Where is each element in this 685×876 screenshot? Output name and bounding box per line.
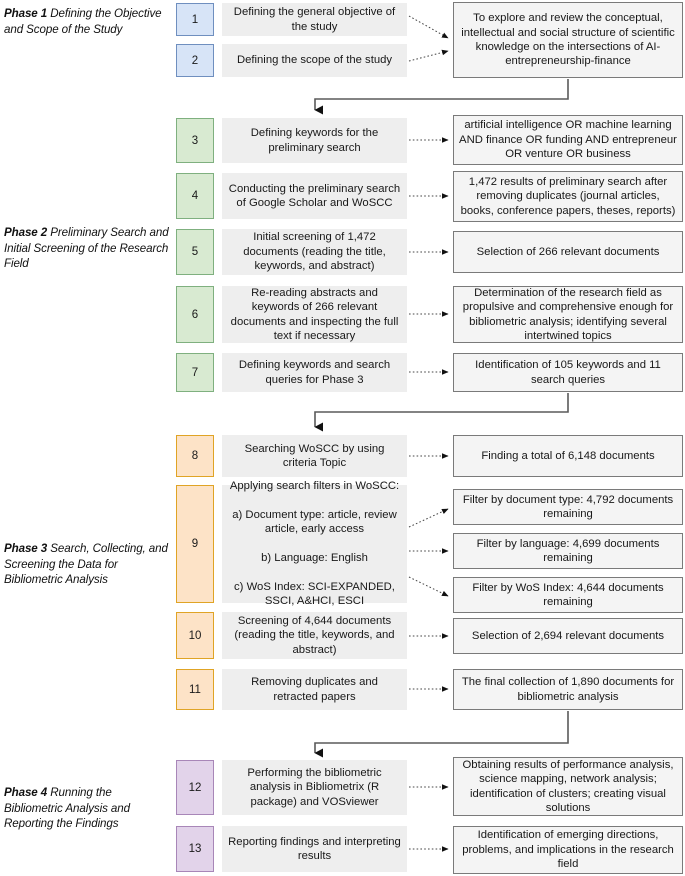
output-box-4[interactable]: 1,472 results of preliminary search afte… — [453, 171, 683, 222]
output-box-3[interactable]: artificial intelligence OR machine learn… — [453, 115, 683, 165]
output-box-11[interactable]: The final collection of 1,890 documents … — [453, 669, 683, 710]
step-number-6[interactable]: 6 — [176, 286, 214, 343]
step-number-13[interactable]: 13 — [176, 826, 214, 872]
step-number-11[interactable]: 11 — [176, 669, 214, 710]
phase-3-bold: Phase 3 — [4, 542, 48, 555]
output-box-7[interactable]: Identification of 105 keywords and 11 se… — [453, 353, 683, 392]
step-number-2[interactable]: 2 — [176, 44, 214, 77]
connector-phase2-to-phase3 — [314, 393, 569, 432]
arrow-9c-to-out9c — [408, 576, 449, 597]
step-box-12[interactable]: Performing the bibliometric analysis in … — [222, 760, 407, 815]
output-box-9a[interactable]: Filter by document type: 4,792 documents… — [453, 489, 683, 525]
step-number-9[interactable]: 9 — [176, 485, 214, 603]
step-box-9[interactable]: Applying search filters in WoSCC: a) Doc… — [222, 480, 407, 607]
output-box-5[interactable]: Selection of 266 relevant documents — [453, 231, 683, 273]
phase-label-3: Phase 3 Search, Collecting, and Screenin… — [4, 541, 169, 588]
phase-label-4: Phase 4 Running the Bibliometric Analysi… — [4, 785, 169, 832]
phase-1-bold: Phase 1 — [4, 7, 48, 20]
output-box-9b[interactable]: Filter by language: 4,699 documents rema… — [453, 533, 683, 569]
phase-2-text: Preliminary Search and Initial Screening… — [4, 226, 169, 270]
step-box-13[interactable]: Reporting findings and interpreting resu… — [222, 826, 407, 872]
step-box-3[interactable]: Defining keywords for the preliminary se… — [222, 118, 407, 163]
step-number-7[interactable]: 7 — [176, 353, 214, 392]
step-box-1[interactable]: Defining the general objective of the st… — [222, 3, 407, 36]
phase-label-2: Phase 2 Preliminary Search and Initial S… — [4, 225, 169, 272]
output-box-12[interactable]: Obtaining results of performance analysi… — [453, 757, 683, 816]
phase-4-bold: Phase 4 — [4, 786, 48, 799]
step-box-8[interactable]: Searching WoSCC by using criteria Topic — [222, 435, 407, 477]
phase-3-text: Search, Collecting, and Screening the Da… — [4, 542, 168, 586]
connector-phase3-to-phase4 — [314, 711, 569, 758]
phase-label-1: Phase 1 Defining the Objective and Scope… — [4, 6, 169, 37]
phase-4-text: Running the Bibliometric Analysis and Re… — [4, 786, 130, 830]
step-number-4[interactable]: 4 — [176, 173, 214, 219]
step-number-3[interactable]: 3 — [176, 118, 214, 163]
arrow-1-to-out1 — [408, 15, 449, 39]
step-box-4[interactable]: Conducting the preliminary search of Goo… — [222, 173, 407, 219]
phase-2-bold: Phase 2 — [4, 226, 48, 239]
output-box-10[interactable]: Selection of 2,694 relevant documents — [453, 618, 683, 654]
step-box-7[interactable]: Defining keywords and search queries for… — [222, 353, 407, 392]
output-box-8[interactable]: Finding a total of 6,148 documents — [453, 435, 683, 477]
arrow-2-to-out1 — [408, 49, 449, 62]
step-box-6[interactable]: Re-reading abstracts and keywords of 266… — [222, 286, 407, 343]
step-box-2[interactable]: Defining the scope of the study — [222, 44, 407, 77]
step-box-5[interactable]: Initial screening of 1,472 documents (re… — [222, 229, 407, 275]
output-box-9c[interactable]: Filter by WoS Index: 4,644 documents rem… — [453, 577, 683, 613]
phase-1-text: Defining the Objective and Scope of the … — [4, 7, 162, 36]
arrow-9a-to-out9a — [408, 508, 449, 528]
output-box-6[interactable]: Determination of the research field as p… — [453, 286, 683, 343]
step-number-12[interactable]: 12 — [176, 760, 214, 815]
output-box-13[interactable]: Identification of emerging directions, p… — [453, 826, 683, 874]
step-number-8[interactable]: 8 — [176, 435, 214, 477]
step-number-10[interactable]: 10 — [176, 612, 214, 659]
step-number-1[interactable]: 1 — [176, 3, 214, 36]
connector-phase1-to-phase2 — [314, 79, 569, 115]
step-box-11[interactable]: Removing duplicates and retracted papers — [222, 669, 407, 710]
step-box-10[interactable]: Screening of 4,644 documents (reading th… — [222, 612, 407, 659]
step-number-5[interactable]: 5 — [176, 229, 214, 275]
output-box-1[interactable]: To explore and review the conceptual, in… — [453, 2, 683, 78]
